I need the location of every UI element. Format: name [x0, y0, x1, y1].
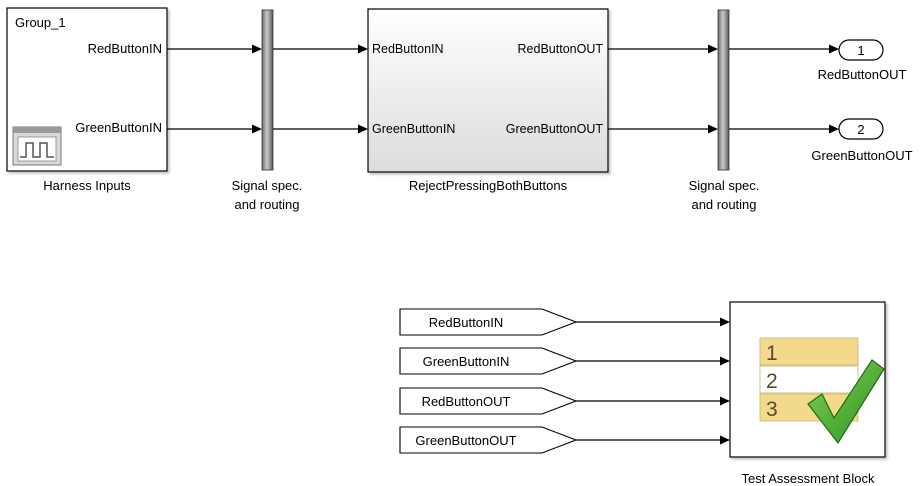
from-tag-green-button-out[interactable]: GreenButtonOUT	[399, 426, 578, 454]
harness-block-label: Harness Inputs	[43, 178, 131, 193]
outport-2-label: GreenButtonOUT	[811, 148, 912, 163]
signal-spec-1-label-line2: and routing	[234, 197, 299, 212]
harness-inputs-block[interactable]: Group_1 RedButtonIN GreenButtonIN	[6, 7, 168, 172]
assessment-row-1	[759, 337, 859, 366]
reject-pressing-both-buttons-block[interactable]: RedButtonIN GreenButtonIN RedButtonOUT G…	[367, 8, 609, 173]
subsystem-out-green: GreenButtonOUT	[506, 122, 604, 136]
assessment-row-2	[759, 365, 859, 394]
signal-spec-bar-2[interactable]	[717, 9, 730, 171]
harness-port-red: RedButtonIN	[88, 41, 162, 56]
subsystem-block-label: RejectPressingBothButtons	[409, 178, 568, 193]
bottom-wires	[576, 317, 730, 445]
from-tag-red-button-out[interactable]: RedButtonOUT	[399, 387, 578, 415]
from-tag-red-button-in[interactable]: RedButtonIN	[399, 308, 578, 336]
signal-spec-2-label-line1: Signal spec.	[689, 178, 760, 193]
from-tag-label: GreenButtonIN	[423, 354, 510, 369]
signal-spec-1-label-line1: Signal spec.	[232, 178, 303, 193]
from-tag-label: RedButtonIN	[429, 315, 503, 330]
test-assessment-label: Test Assessment Block	[742, 471, 875, 486]
outport-2-number: 2	[857, 122, 864, 137]
subsystem-in-red: RedButtonIN	[372, 42, 444, 56]
assessment-row-number: 2	[766, 370, 778, 393]
top-wires	[167, 44, 839, 134]
checkmark-icon	[807, 359, 885, 445]
from-tag-green-button-in[interactable]: GreenButtonIN	[399, 347, 578, 375]
signal-spec-2-label-line2: and routing	[691, 197, 756, 212]
assessment-row-number: 1	[766, 342, 778, 365]
harness-port-green: GreenButtonIN	[75, 120, 162, 135]
from-tag-label: GreenButtonOUT	[415, 433, 516, 448]
subsystem-in-green: GreenButtonIN	[372, 122, 455, 136]
outport-1[interactable]: 1	[838, 39, 884, 61]
assessment-row-number: 3	[766, 398, 778, 421]
signal-builder-icon	[12, 126, 62, 166]
subsystem-out-red: RedButtonOUT	[518, 42, 604, 56]
harness-group-label: Group_1	[15, 15, 66, 30]
from-tag-label: RedButtonOUT	[422, 394, 511, 409]
outport-1-number: 1	[857, 43, 864, 58]
outport-1-label: RedButtonOUT	[818, 67, 907, 82]
test-assessment-block[interactable]: 1 2 3	[729, 301, 886, 458]
outport-2[interactable]: 2	[838, 118, 884, 140]
signal-spec-bar-1[interactable]	[261, 9, 274, 171]
